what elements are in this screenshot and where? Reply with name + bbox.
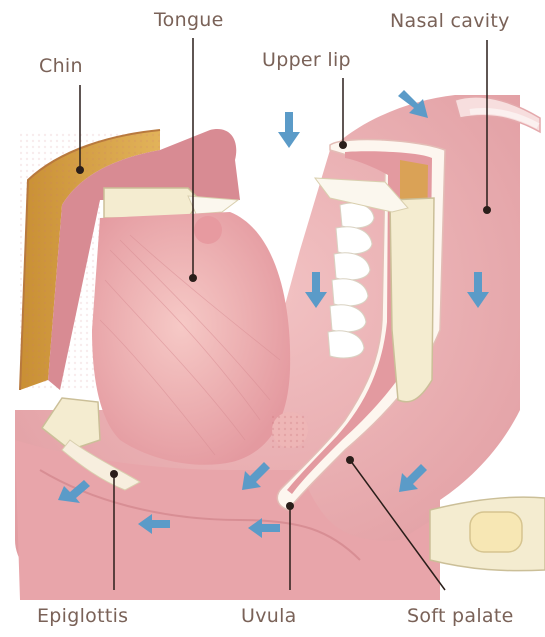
label-epiglottis: Epiglottis: [37, 605, 128, 627]
label-uvula: Uvula: [241, 605, 297, 627]
vertebra-core: [470, 512, 522, 552]
mandible-bone: [104, 188, 200, 218]
label-tongue: Tongue: [154, 9, 224, 31]
label-soft-palate: Soft palate: [407, 605, 514, 627]
tongue-tip: [194, 216, 222, 244]
label-upper-lip: Upper lip: [262, 49, 351, 71]
label-chin: Chin: [39, 55, 83, 77]
label-nasal-cavity: Nasal cavity: [390, 10, 510, 32]
tongue-shape: [92, 212, 290, 465]
tonsil-texture: [272, 412, 308, 448]
maxilla-bone: [390, 198, 434, 402]
